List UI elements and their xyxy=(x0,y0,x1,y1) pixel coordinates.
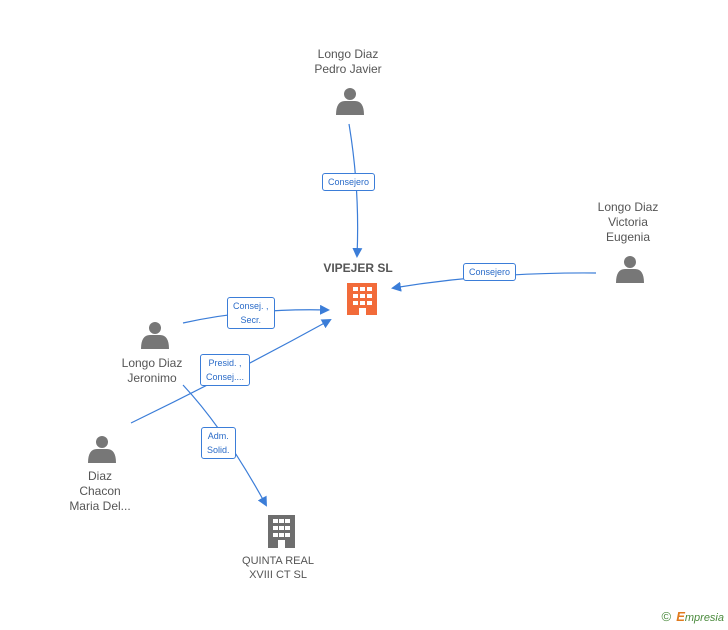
node-label-line: Longo Diaz xyxy=(597,200,659,214)
role-text: Consej.... xyxy=(206,372,245,382)
role-text: Consejero xyxy=(469,267,511,277)
node-label-line: Jeronimo xyxy=(127,371,177,385)
node-label-line: QUINTA REAL xyxy=(242,555,314,567)
role-text: Adm. xyxy=(207,431,229,441)
node-label-pedro[interactable]: Longo Diaz Pedro Javier xyxy=(298,47,398,77)
role-text: Solid. xyxy=(207,445,230,455)
brand-logo: © Empresia xyxy=(662,609,724,624)
node-label-line: Longo Diaz xyxy=(121,356,183,370)
person-icon[interactable] xyxy=(141,322,169,349)
building-icon[interactable] xyxy=(347,283,377,315)
node-label-line: Maria Del... xyxy=(69,499,131,513)
brand-initial: E xyxy=(676,609,685,624)
building-icon[interactable] xyxy=(268,515,295,548)
edge-label-victoria[interactable]: Consejero xyxy=(463,263,517,281)
role-text: Secr. xyxy=(240,315,262,325)
edge-label-diaz-chacon[interactable]: Presid. , Consej.... xyxy=(200,354,251,386)
node-label-diaz-chacon[interactable]: Diaz Chacon Maria Del... xyxy=(50,469,150,514)
node-label-jeronimo[interactable]: Longo Diaz Jeronimo xyxy=(102,356,202,386)
node-label-vipejer[interactable]: VIPEJER SL xyxy=(308,261,408,276)
person-icon[interactable] xyxy=(336,88,364,115)
person-icon[interactable] xyxy=(616,256,644,283)
brand-name: mpresia xyxy=(684,612,724,624)
node-label-line: Pedro Javier xyxy=(314,62,382,76)
person-icon[interactable] xyxy=(88,436,116,463)
node-label-line: XVIII CT SL xyxy=(249,569,307,581)
node-label-victoria[interactable]: Longo Diaz Victoria Eugenia xyxy=(578,200,678,245)
node-label-line: Eugenia xyxy=(605,230,651,244)
node-label-quinta[interactable]: QUINTA REAL XVIII CT SL xyxy=(228,554,328,582)
node-label-line: Victoria xyxy=(608,215,648,229)
node-label-line: Chacon xyxy=(79,484,121,498)
copyright-icon: © xyxy=(661,609,672,624)
role-text: Presid. , xyxy=(208,358,242,368)
role-text: Consej. , xyxy=(233,301,269,311)
role-text: Consejero xyxy=(328,177,370,187)
node-label-line: Longo Diaz xyxy=(317,47,379,61)
company-name: VIPEJER SL xyxy=(323,261,393,275)
edge-label-jeronimo[interactable]: Consej. , Secr. xyxy=(227,297,275,329)
edge-label-pedro[interactable]: Consejero xyxy=(322,173,376,191)
node-label-line: Diaz xyxy=(87,469,112,483)
edge-label-quinta[interactable]: Adm. Solid. xyxy=(201,427,236,459)
